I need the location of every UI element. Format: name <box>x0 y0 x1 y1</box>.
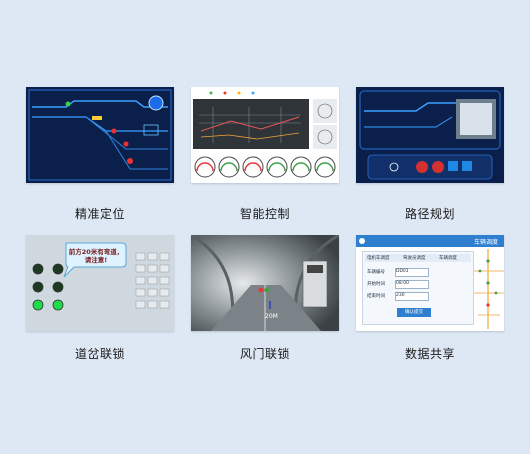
tile-smart-control[interactable] <box>191 87 339 183</box>
network-map <box>474 249 504 329</box>
form-tabs: 电机车调度 驾驶员调度 车辆调度 <box>365 254 471 262</box>
route-map <box>356 87 504 183</box>
row-label: 开始时间 <box>367 282 385 287</box>
row-label: 结束时间 <box>367 294 385 299</box>
tile-data-sharing[interactable]: 车辆调度 电机车调度 驾驶员调度 车辆调度 车辆编号 DD01 开始时间 08:… <box>356 235 504 331</box>
form-row: 车辆编号 DD01 <box>367 268 471 277</box>
airdoor-scene <box>191 235 339 331</box>
submit-button[interactable]: 确认提交 <box>397 308 431 317</box>
caption-route-planning: 路径规划 <box>404 207 455 221</box>
tile-airdoor-interlock[interactable]: 20M <box>191 235 339 331</box>
positioning-map <box>26 87 174 183</box>
tile-switch-interlock[interactable]: 前方20米有弯道，请注意! <box>26 235 174 331</box>
caption-data-sharing: 数据共享 <box>404 347 455 361</box>
warning-bubble-text: 前方20米有弯道，请注意! <box>68 248 124 264</box>
distance-label: 20M <box>265 313 278 320</box>
data-panel-title: 车辆调度 <box>473 239 498 246</box>
tile-precise-positioning[interactable] <box>26 87 174 183</box>
tab-vehicle-dispatch[interactable]: 车辆调度 <box>439 256 457 261</box>
row-label: 车辆编号 <box>367 270 385 275</box>
tab-driver-dispatch[interactable]: 电机车调度 <box>367 256 390 261</box>
gauge-row <box>194 156 336 178</box>
end-time-select[interactable]: 230 <box>395 292 429 301</box>
form-row: 开始时间 08:00 <box>367 280 471 289</box>
tab-operator-dispatch[interactable]: 驾驶员调度 <box>403 256 426 261</box>
data-panel-form: 电机车调度 驾驶员调度 车辆调度 车辆编号 DD01 开始时间 08:00 结束… <box>362 251 474 325</box>
caption-airdoor-interlock: 风门联锁 <box>239 347 290 361</box>
vehicle-number-select[interactable]: DD01 <box>395 268 429 277</box>
caption-switch-interlock: 道岔联锁 <box>74 347 125 361</box>
start-time-select[interactable]: 08:00 <box>395 280 429 289</box>
caption-precise-positioning: 精准定位 <box>74 207 125 221</box>
caption-smart-control: 智能控制 <box>239 207 290 221</box>
back-icon[interactable] <box>359 238 365 244</box>
form-row: 结束时间 230 <box>367 292 471 301</box>
control-dashboard <box>191 87 339 183</box>
switch-panel <box>26 235 174 331</box>
data-panel-header <box>356 235 504 247</box>
tile-route-planning[interactable] <box>356 87 504 183</box>
